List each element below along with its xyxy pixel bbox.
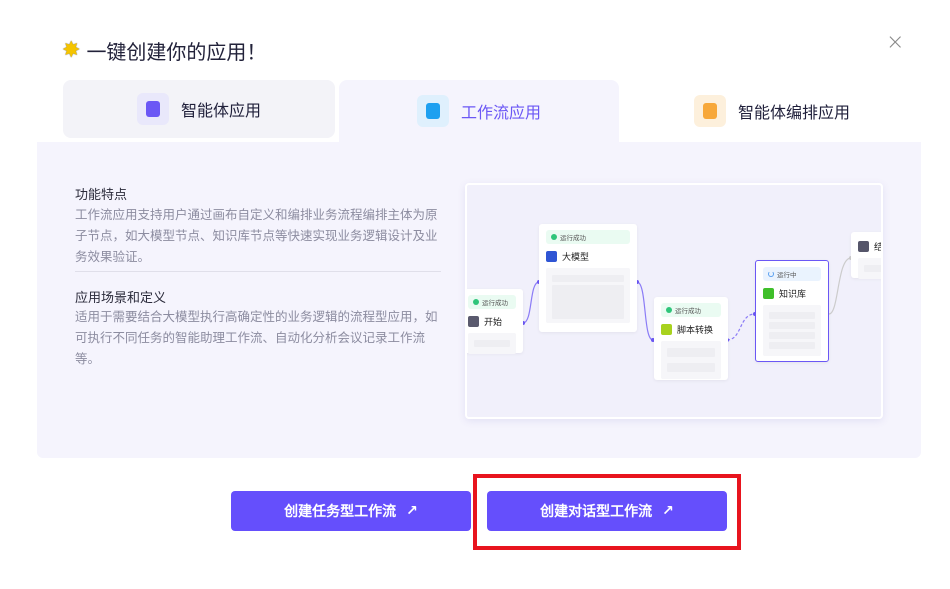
connector: [828, 257, 852, 315]
status-badge: 运行成功: [546, 230, 630, 244]
features-text: 工作流应用支持用户通过画布自定义和编排业务流程编排主体为原子节点，如大模型节点、…: [75, 207, 438, 264]
sparkle-star-icon: ✸: [62, 38, 81, 63]
features-heading: 功能特点: [75, 188, 128, 203]
success-icon: [473, 299, 479, 305]
status-badge: 运行成功: [468, 295, 516, 309]
close-button[interactable]: ×: [886, 30, 904, 55]
create-task-workflow-button[interactable]: 创建任务型工作流 ↗: [231, 491, 471, 531]
status-badge: 运行中: [763, 267, 821, 281]
node-end: 结: [851, 232, 881, 279]
scenarios-text: 适用于需要结合大模型执行高确定性的业务逻辑的流程型应用，如可执行不同任务的智能助…: [75, 309, 438, 366]
close-icon: ×: [886, 30, 905, 55]
knowledge-base-icon: [763, 288, 774, 299]
scenarios-heading: 应用场景和定义: [75, 291, 167, 306]
connector: [636, 281, 654, 341]
success-icon: [666, 307, 672, 313]
tab-label: 智能体编排应用: [737, 103, 850, 122]
create-chat-workflow-button[interactable]: 创建对话型工作流 ↗: [487, 491, 727, 531]
node-llm: 运行成功 大模型: [539, 224, 637, 332]
external-arrow-icon: ↗: [406, 503, 418, 519]
node-script: 运行成功 脚本转换: [654, 297, 728, 380]
llm-icon: [546, 251, 557, 262]
workflow-app-icon: [416, 95, 449, 127]
workflow-preview-image: 运行成功 开始 运行成功 大模型 运行成功 脚本转换 运行中 知识库 结: [465, 183, 883, 419]
script-icon: [661, 324, 672, 335]
success-icon: [551, 234, 557, 240]
node-start: 运行成功 开始: [467, 289, 523, 354]
node-knowledge-base: 运行中 知识库: [755, 260, 829, 362]
dialog-title: ✸ 一键创建你的应用！: [62, 36, 266, 65]
loading-icon: [768, 271, 774, 277]
external-arrow-icon: ↗: [662, 503, 674, 519]
agent-app-icon: [136, 93, 169, 125]
highlight-box: [473, 474, 741, 550]
status-badge: 运行成功: [661, 303, 721, 317]
agent-orchestration-icon: [693, 95, 726, 127]
tab-label: 工作流应用: [460, 103, 541, 122]
tab-workflow-app[interactable]: 工作流应用: [339, 80, 619, 142]
tab-agent-orchestration-app[interactable]: 智能体编排应用: [623, 80, 921, 142]
tab-label: 智能体应用: [180, 101, 261, 120]
start-icon: [468, 316, 479, 327]
dialog-title-text: 一键创建你的应用！: [86, 40, 267, 64]
connector: [522, 281, 540, 324]
divider: [75, 271, 441, 272]
connector: [726, 313, 756, 341]
power-icon: [858, 241, 869, 252]
tab-agent-app[interactable]: 智能体应用: [63, 80, 335, 138]
